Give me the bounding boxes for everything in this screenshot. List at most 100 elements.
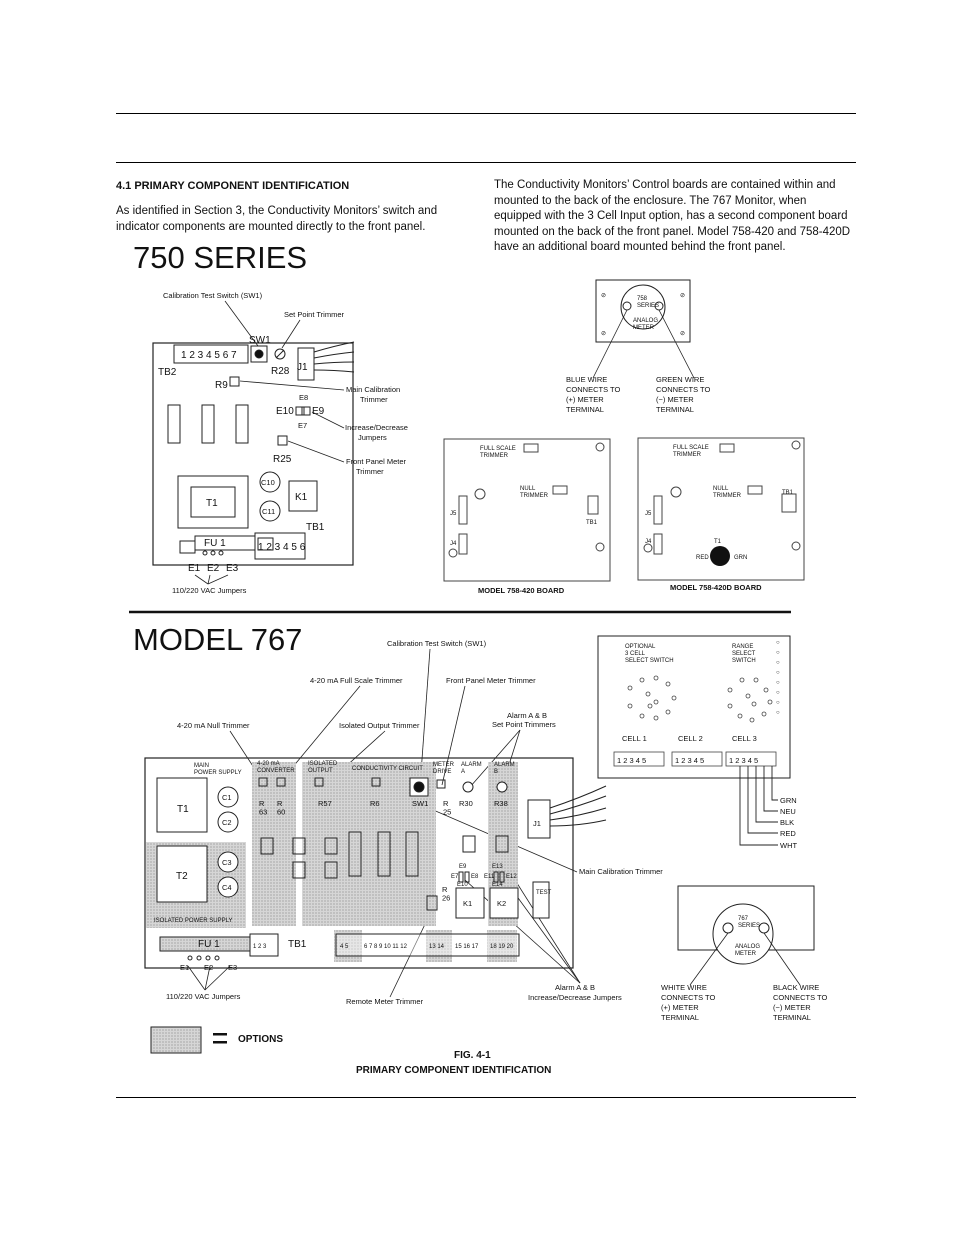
c767-alarm-sp-2: Set Point Trimmers (492, 720, 556, 729)
label-r28: R28 (271, 366, 290, 377)
white-wire-4: TERMINAL (661, 1013, 699, 1022)
c767-vac: 110/220 VAC Jumpers (166, 992, 241, 1001)
heading-model-767: MODEL 767 (133, 622, 302, 657)
right-paragraph: The Conductivity Monitors’ Control board… (494, 179, 851, 253)
wire-red: RED (780, 829, 796, 838)
b1-j5: J5 (450, 511, 457, 517)
label-j1: J1 (297, 362, 308, 373)
cell-3-terms: 1 2 3 4 5 (729, 756, 758, 765)
cell-1: CELL 1 (622, 734, 647, 743)
b767-tb1: TB1 (288, 939, 307, 950)
top-rule (116, 113, 856, 114)
b767-terms5: 15 16 17 (455, 944, 479, 950)
b767-e1: E1 (180, 963, 189, 972)
callout-vac-750: 110/220 VAC Jumpers (172, 586, 247, 595)
b767-c1: C1 (222, 793, 232, 802)
green-wire-1: GREEN WIRE (656, 375, 704, 384)
callout-main-cal-1: Main Calibration (346, 385, 400, 394)
c767-remote: Remote Meter Trimmer (346, 997, 424, 1006)
b767-k2: K2 (497, 899, 506, 908)
c767-front-meter: Front Panel Meter Trimmer (446, 676, 536, 685)
c767-alarm-jmp-1: Alarm A & B (555, 983, 595, 992)
callout-meter-2: Trimmer (356, 467, 384, 476)
callout-incdec-2: Jumpers (358, 433, 387, 442)
svg-text:○: ○ (776, 670, 780, 676)
blue-wire-1: BLUE WIRE (566, 375, 607, 384)
left-paragraph: As identified in Section 3, the Conducti… (116, 205, 438, 233)
b767-e12: E12 (506, 874, 517, 880)
b2-caption: MODEL 758-420D BOARD (670, 583, 762, 592)
b767-c2: C2 (222, 818, 232, 827)
callout-cal-switch: Calibration Test Switch (SW1) (163, 291, 263, 300)
b767-c3: C3 (222, 858, 232, 867)
white-wire-1: WHITE WIRE (661, 983, 707, 992)
caption-line1: FIG. 4-1 (454, 1050, 491, 1061)
green-wire-2: CONNECTS TO (656, 385, 710, 394)
blue-wire-2: CONNECTS TO (566, 385, 620, 394)
white-wire-2: CONNECTS TO (661, 993, 715, 1002)
b2-grn: GRN (734, 555, 747, 561)
b2-tb1: TB1 (782, 490, 794, 496)
cell-2: CELL 2 (678, 734, 703, 743)
b767-terms2: 4 5 (340, 944, 349, 950)
wire-blk: BLK (780, 818, 794, 827)
label-tb2: TB2 (158, 367, 177, 378)
svg-text:○: ○ (776, 680, 780, 686)
options-legend: OPTIONS (150, 1026, 283, 1054)
b767-r30: R30 (459, 799, 473, 808)
label-c11: C11 (262, 507, 275, 516)
b767-r6: R6 (370, 799, 380, 808)
b767-e7: E7 (451, 874, 459, 880)
callouts-750: Calibration Test Switch (SW1) Set Point … (163, 291, 408, 595)
label-e8: E8 (299, 393, 308, 402)
b767-terms3: 6 7 8 9 10 11 12 (364, 944, 408, 950)
tb1-terminals: 1 2 3 4 5 6 (258, 542, 306, 553)
green-wire-3: (−) METER (656, 395, 694, 404)
b767-r57: R57 (318, 799, 332, 808)
label-e1: E1 (188, 563, 201, 574)
b767-c4: C4 (222, 883, 232, 892)
label-e3: E3 (226, 563, 239, 574)
label-e7: E7 (298, 421, 307, 430)
c767-alarm-sp-1: Alarm A & B (507, 711, 547, 720)
black-wire-1: BLACK WIRE (773, 983, 819, 992)
c767-alarm-jmp-2: Increase/Decrease Jumpers (528, 993, 622, 1002)
b767-fu1: FU 1 (198, 939, 220, 950)
white-wire-3: (+) METER (661, 1003, 699, 1012)
c767-isolated: Isolated Output Trimmer (339, 721, 420, 730)
board-750 (152, 341, 355, 566)
c767-null: 4-20 mA Null Trimmer (177, 721, 250, 730)
b767-sw1: SW1 (412, 799, 428, 808)
b767-t1: T1 (177, 804, 189, 815)
b767-e14: E14 (492, 882, 503, 888)
callout-meter-1: Front Panel Meter (346, 457, 407, 466)
wire-neu: NEU (780, 807, 796, 816)
b767-e11: E11 (484, 874, 495, 880)
svg-text:○: ○ (776, 690, 780, 696)
b767-cond-circ: CONDUCTIVITY CIRCUIT (352, 766, 423, 772)
label-t1: T1 (206, 498, 218, 509)
wire-wht: WHT (780, 841, 797, 850)
label-tb1: TB1 (306, 522, 325, 533)
label-r9: R9 (215, 380, 228, 391)
b767-iso-ps: ISOLATED POWER SUPPLY (154, 918, 232, 924)
bottom-rule (116, 1097, 856, 1098)
caption-line2: PRIMARY COMPONENT IDENTIFICATION (356, 1065, 551, 1076)
svg-text:○: ○ (776, 640, 780, 646)
svg-text:○: ○ (776, 650, 780, 656)
